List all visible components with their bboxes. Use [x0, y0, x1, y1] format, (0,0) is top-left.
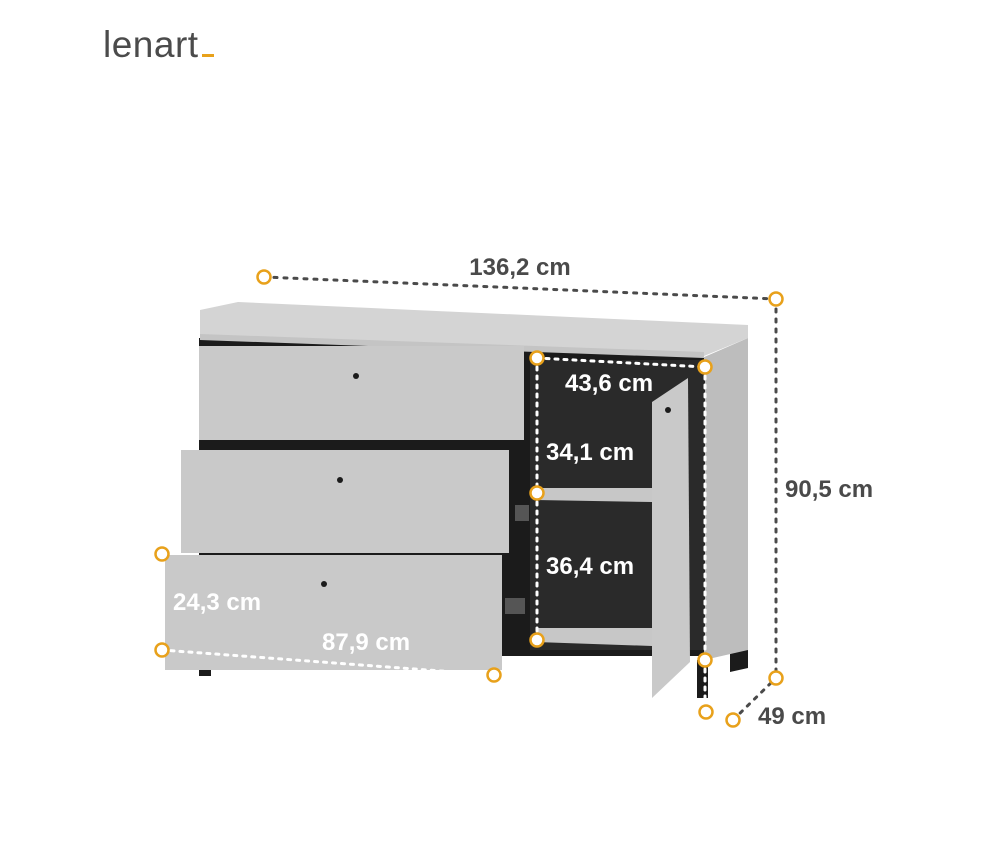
drawer-width-line: [160, 648, 496, 677]
leg-front-right: [697, 660, 708, 698]
marker-icon: [154, 642, 170, 658]
side-panel: [702, 338, 748, 660]
open-door: [652, 378, 690, 698]
drawer-1: [199, 346, 524, 440]
knob-icon: [353, 373, 359, 379]
marker-icon: [697, 359, 713, 375]
knob-icon: [337, 477, 343, 483]
drawer-height-label: 24,3 cm: [173, 589, 261, 616]
knob-icon: [321, 581, 327, 587]
marker-icon: [154, 546, 170, 562]
shelf: [536, 488, 652, 502]
marker-icon: [768, 670, 784, 686]
depth-dimension-line: [731, 676, 778, 722]
height-label: 90,5 cm: [785, 476, 873, 503]
marker-icon: [697, 652, 713, 668]
drawer-2: [181, 450, 509, 553]
marker-icon: [529, 632, 545, 648]
marker-icon: [486, 667, 502, 683]
drawer-slide-1: [515, 505, 529, 521]
marker-icon: [529, 350, 545, 366]
inner-width-label: 43,6 cm: [565, 370, 653, 397]
depth-label: 49 cm: [758, 703, 826, 730]
logo-underscore: [201, 54, 214, 57]
brand-name: lenart: [103, 24, 199, 65]
drawer-width-label: 87,9 cm: [322, 629, 410, 656]
marker-icon: [725, 712, 741, 728]
brand-logo: lenart: [103, 24, 214, 66]
bottom-shelf: [536, 628, 652, 646]
marker-icon: [698, 704, 714, 720]
drawer-3: [165, 555, 502, 670]
shelf-upper-label: 34,1 cm: [546, 439, 634, 466]
marker-icon: [529, 485, 545, 501]
knob-icon: [665, 407, 671, 413]
marker-icon: [256, 269, 272, 285]
shelf-lower-label: 36,4 cm: [546, 553, 634, 580]
drawer-slide-2: [505, 598, 525, 614]
marker-icon: [768, 291, 784, 307]
width-label: 136,2 cm: [469, 254, 570, 281]
inner-width-line: [535, 356, 707, 369]
